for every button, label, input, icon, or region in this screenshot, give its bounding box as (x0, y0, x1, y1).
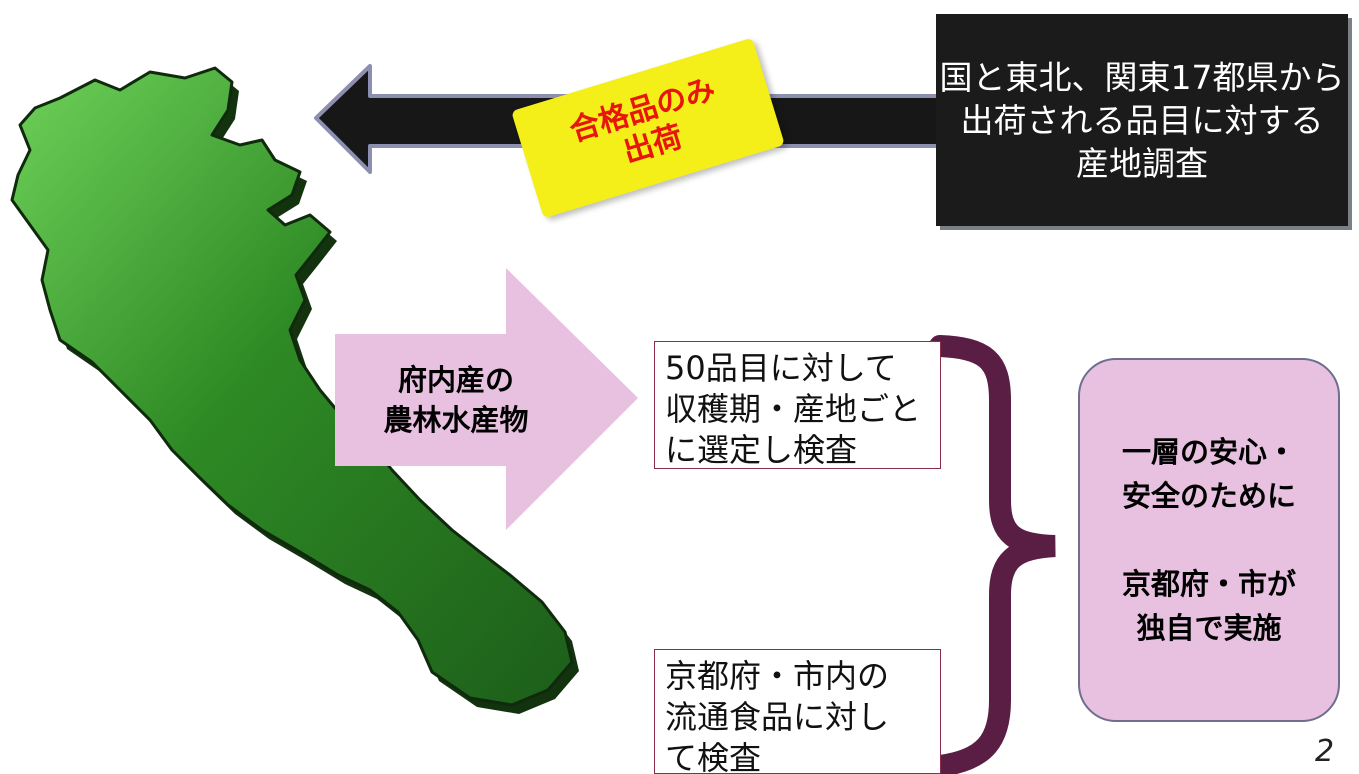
safety-result-line-5: 独自で実施 (1136, 611, 1282, 645)
source-survey-line-2: 出荷される品目に対する (960, 100, 1324, 140)
curly-brace (929, 335, 1056, 774)
pink-right-arrow (335, 268, 638, 530)
prefecture-products-line-1: 府内産の (397, 363, 514, 397)
source-survey-line-3: 産地調査 (1076, 143, 1208, 183)
safety-result-line-4: 京都府・市が (1121, 567, 1296, 601)
source-survey-line-1: 国と東北、関東17都県から (939, 57, 1345, 97)
prefecture-products-label: 府内産の 農林水産物 (346, 360, 566, 440)
fifty-items-line-1: 50品目に対して (665, 349, 897, 387)
safety-result-line-1: 一層の安心・ (1121, 435, 1296, 469)
kyoto-map (10, 66, 579, 714)
distributed-food-line-3: て検査 (665, 739, 762, 774)
safety-result-line-2: 安全のために (1121, 479, 1296, 513)
safety-result-spacer (1080, 518, 1338, 562)
distributed-food-box: 京都府・市内の 流通食品に対し て検査 (654, 649, 941, 774)
source-survey-box: 国と東北、関東17都県から 出荷される品目に対する 産地調査 (936, 14, 1348, 226)
page-number: 2 (1315, 734, 1335, 769)
distributed-food-line-2: 流通食品に対し (665, 698, 890, 736)
fifty-items-line-3: に選定し検査 (665, 431, 858, 469)
prefecture-products-line-2: 農林水産物 (383, 403, 529, 437)
fifty-items-box: 50品目に対して 収穫期・産地ごと に選定し検査 (654, 341, 941, 469)
fifty-items-line-2: 収穫期・産地ごと (665, 390, 922, 428)
distributed-food-line-1: 京都府・市内の (665, 657, 890, 695)
safety-result-box: 一層の安心・ 安全のために 京都府・市が 独自で実施 (1078, 358, 1340, 722)
